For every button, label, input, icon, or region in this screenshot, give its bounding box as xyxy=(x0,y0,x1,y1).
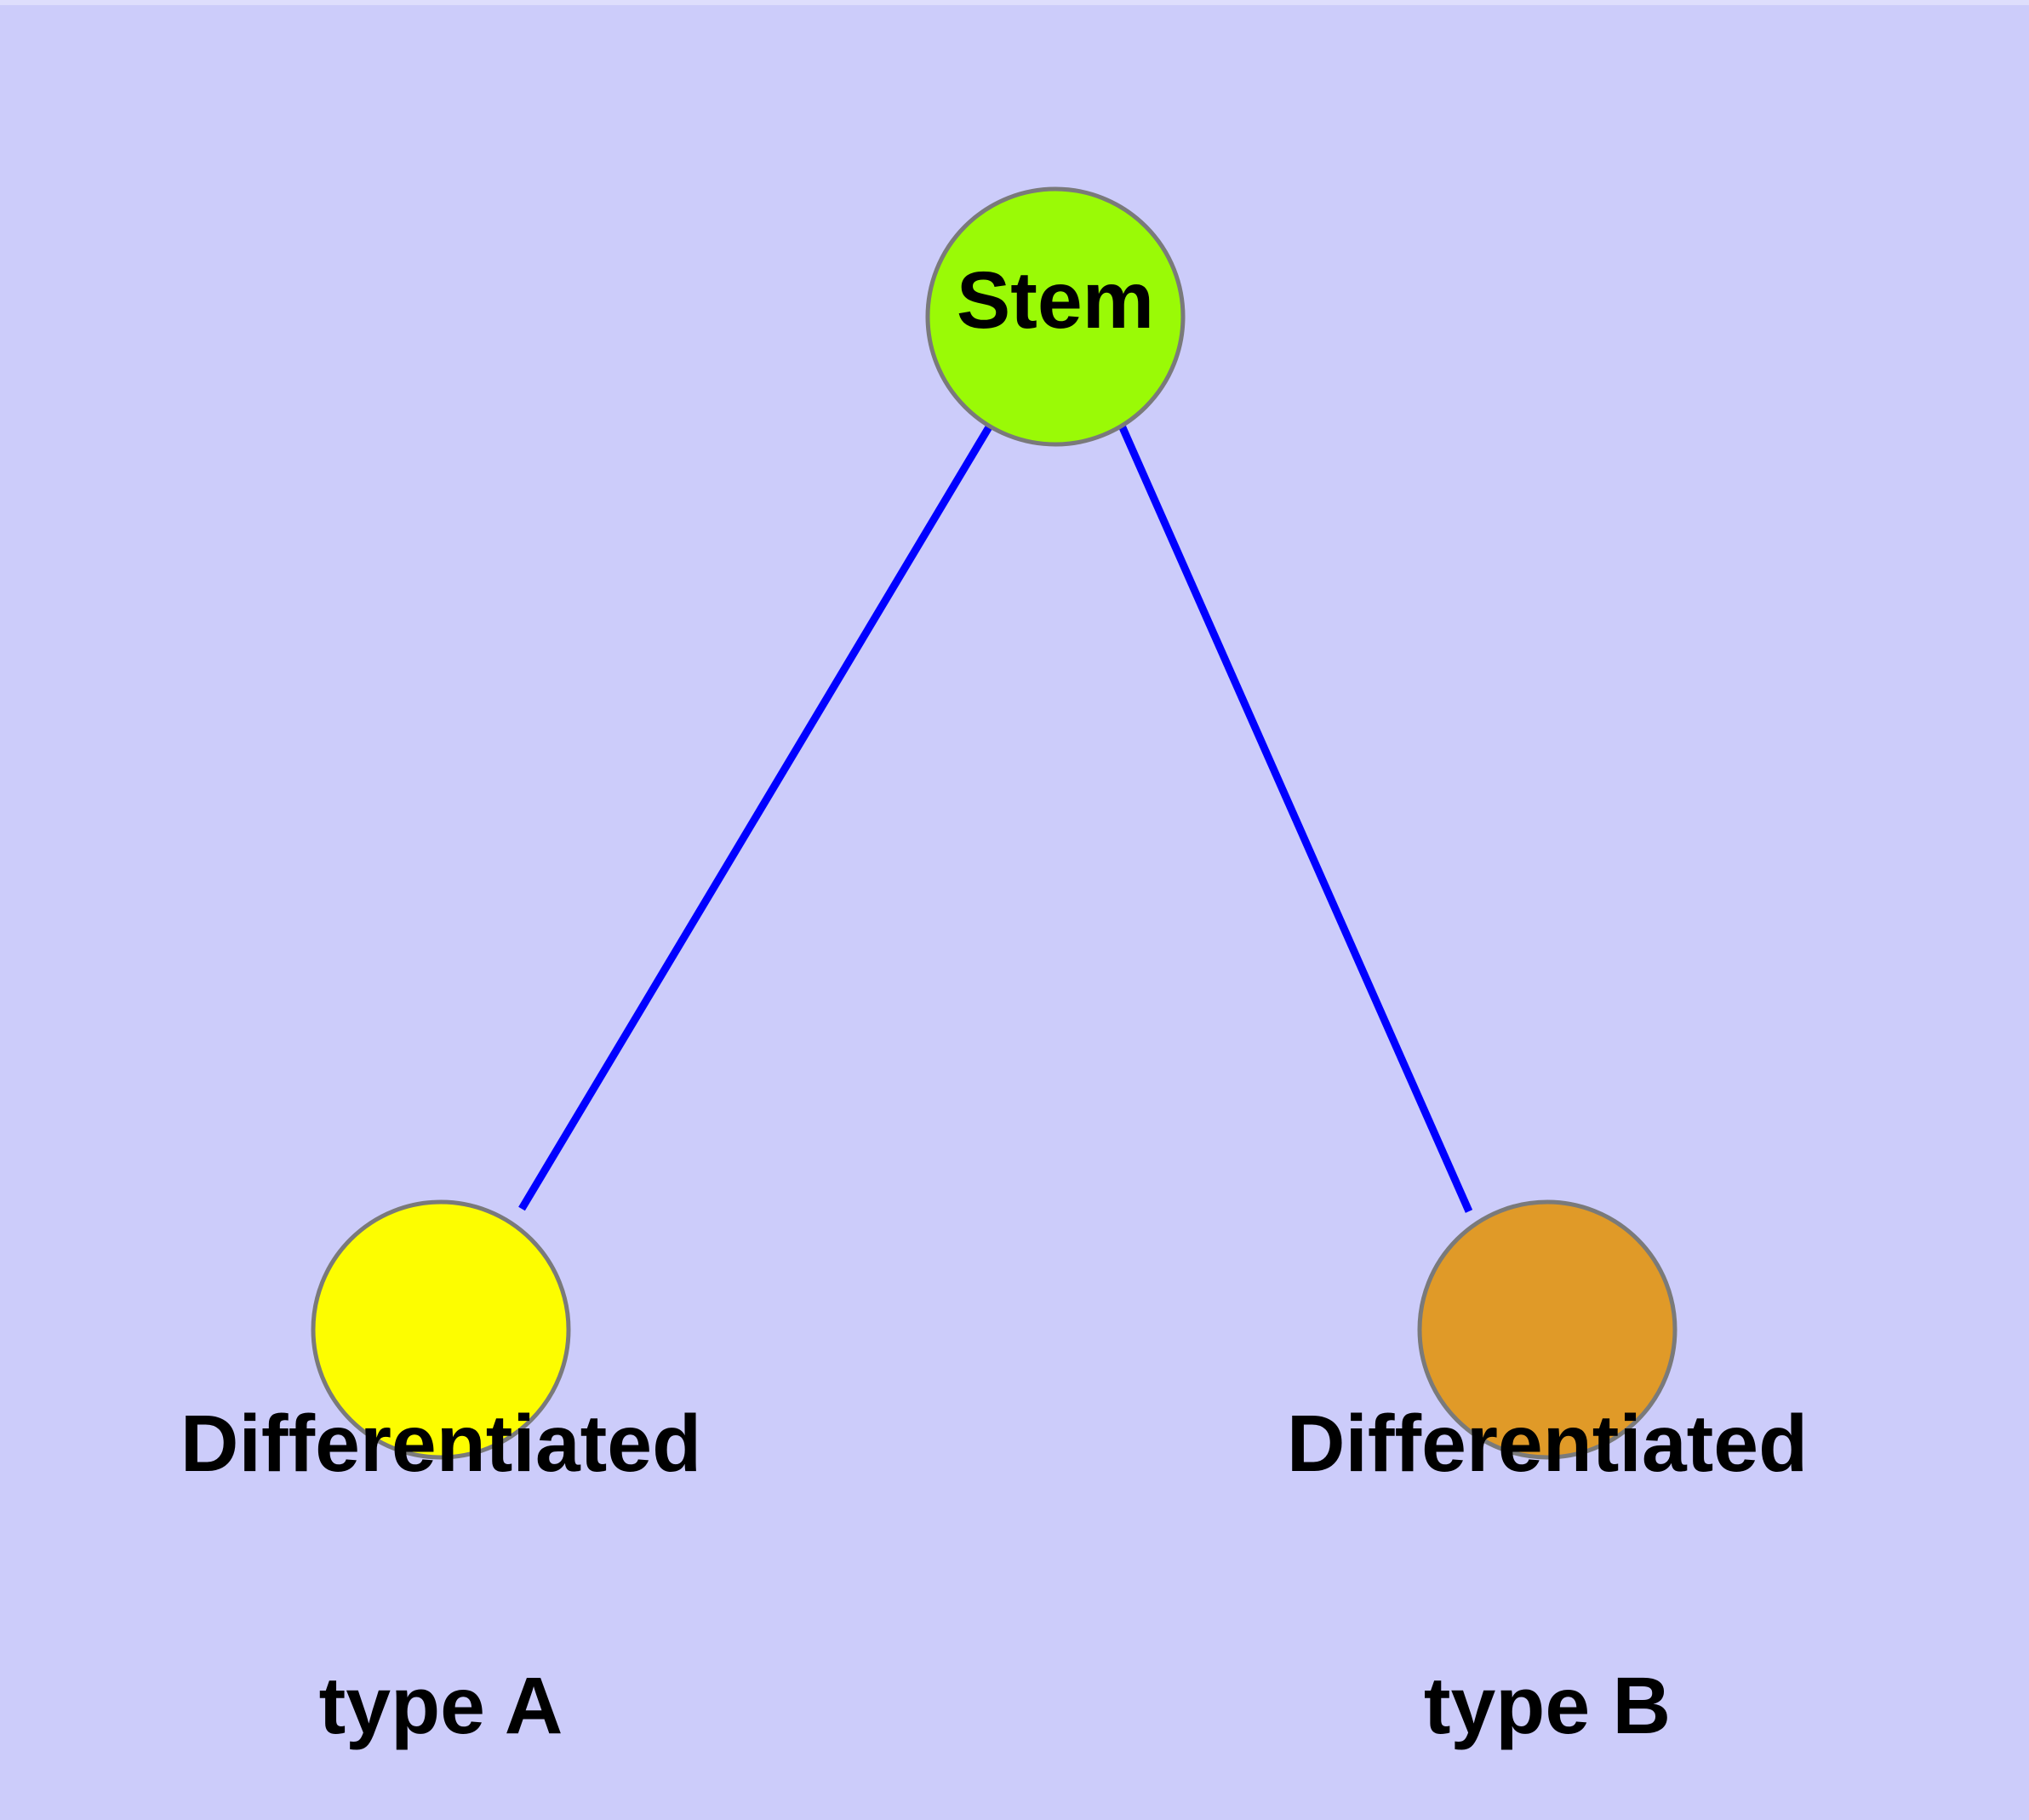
node-circle-differentiated-type-b[interactable] xyxy=(1417,1199,1677,1460)
node-layer xyxy=(311,186,1677,1460)
edge-stem-to-differentiated-type-a[interactable] xyxy=(518,423,993,1211)
edge-layer xyxy=(518,423,1473,1213)
canvas-top-border xyxy=(0,0,2029,5)
node-circle-stem[interactable] xyxy=(925,186,1186,447)
node-circle-differentiated-type-a[interactable] xyxy=(311,1199,571,1460)
edge-stem-to-differentiated-type-b[interactable] xyxy=(1117,424,1473,1213)
